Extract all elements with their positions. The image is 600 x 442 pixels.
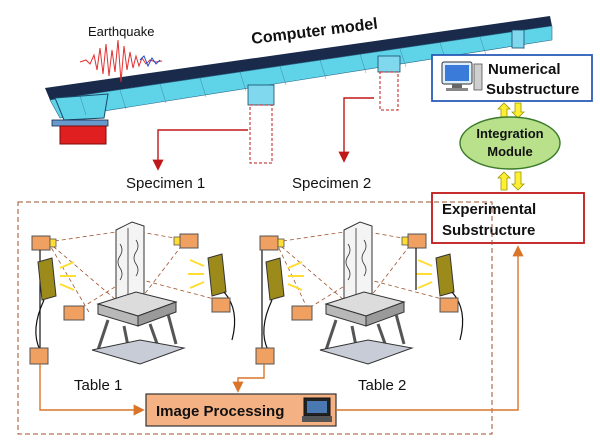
camera-stand-base bbox=[255, 347, 275, 365]
camera-icon bbox=[291, 305, 313, 321]
specimen1-arrow bbox=[152, 129, 248, 171]
specimen2-label: Specimen 2 bbox=[292, 175, 371, 192]
camera-icon bbox=[259, 235, 285, 251]
integration-label-line2: Module bbox=[487, 144, 533, 159]
computer-model-label: Computer model bbox=[250, 16, 378, 48]
light-icon bbox=[263, 257, 304, 351]
deck-side bbox=[49, 25, 553, 119]
camera-stand-base bbox=[29, 347, 49, 365]
double-arrow-top bbox=[497, 102, 525, 119]
double-arrow-bottom bbox=[497, 171, 525, 191]
computer-icon bbox=[441, 61, 483, 91]
numerical-substructure-box: Numerical Substructure bbox=[431, 54, 593, 102]
camera-icon bbox=[173, 233, 199, 249]
pier-2 bbox=[377, 55, 401, 111]
table2-label: Table 2 bbox=[358, 377, 406, 394]
image-processing-box: Image Processing bbox=[145, 393, 337, 427]
deck-end-section bbox=[54, 93, 109, 121]
camera-icon bbox=[63, 305, 85, 321]
experimental-label-line2: Substructure bbox=[442, 222, 535, 239]
flow-arrow-table2-to-processing bbox=[232, 364, 265, 393]
specimen2-arrow bbox=[338, 97, 374, 163]
integration-label-line1: Integration bbox=[476, 126, 543, 141]
laboratory-dashed-box bbox=[17, 201, 493, 435]
workstation-icon bbox=[302, 397, 332, 422]
earthquake-label: Earthquake bbox=[88, 24, 155, 39]
camera-icon bbox=[211, 297, 231, 313]
abutment-footing bbox=[59, 125, 107, 145]
deck-top bbox=[45, 16, 552, 100]
shake-table-icon bbox=[319, 291, 414, 365]
numerical-label-line1: Numerical bbox=[488, 61, 561, 78]
image-processing-label: Image Processing bbox=[156, 403, 284, 420]
flow-arrow-processing-to-experimental bbox=[336, 245, 524, 411]
bridge-model bbox=[45, 16, 553, 164]
earthquake-seismogram bbox=[79, 39, 163, 83]
light-icon bbox=[416, 253, 464, 341]
pier-1 bbox=[247, 84, 275, 164]
light-icon bbox=[35, 257, 76, 351]
specimen1-label: Specimen 1 bbox=[126, 175, 205, 192]
numerical-label-line2: Substructure bbox=[486, 81, 579, 98]
light-icon bbox=[188, 253, 236, 341]
abutment-cap bbox=[51, 119, 109, 127]
experimental-label-line1: Experimental bbox=[442, 201, 536, 218]
table1-label: Table 1 bbox=[74, 377, 122, 394]
pier-3 bbox=[511, 29, 525, 49]
experimental-substructure-box: Experimental Substructure bbox=[431, 192, 585, 244]
test-setup-2 bbox=[255, 221, 464, 365]
integration-module: Integration Module bbox=[459, 116, 561, 170]
shake-table-icon bbox=[91, 291, 186, 365]
earthquake-seismogram-blue bbox=[139, 55, 161, 68]
camera-icon bbox=[439, 297, 459, 313]
camera-icon bbox=[401, 233, 427, 249]
test-setup-1 bbox=[29, 221, 263, 365]
flow-arrow-table1-to-processing bbox=[39, 364, 145, 416]
